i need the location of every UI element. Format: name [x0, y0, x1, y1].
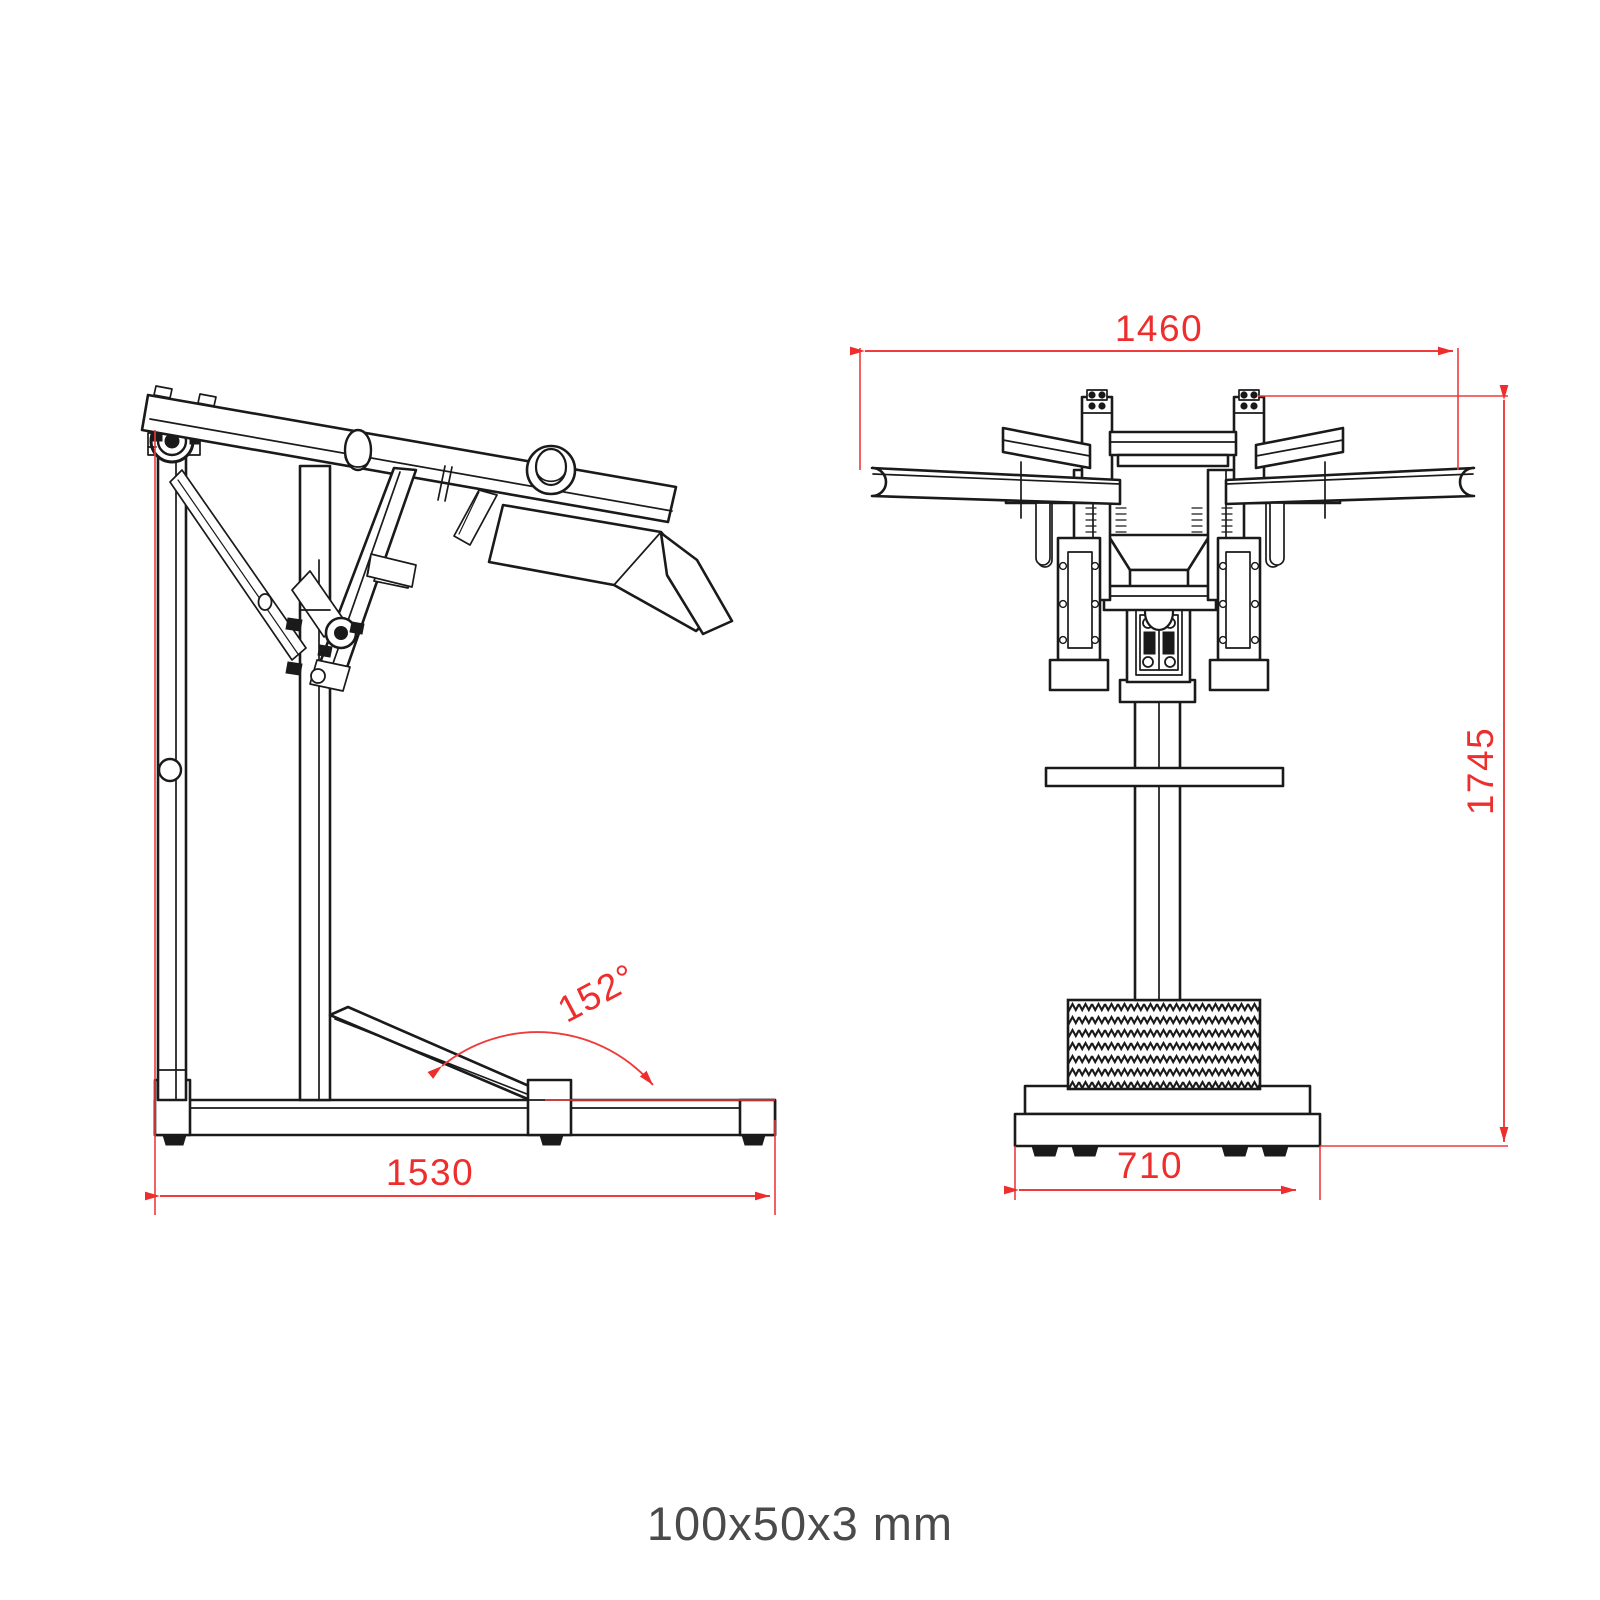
front-ballast-block [1066, 998, 1262, 1091]
front-left-upright [1080, 389, 1114, 494]
dimension-1530-label: 1530 [386, 1152, 474, 1193]
side-post-brackets [285, 609, 331, 676]
dimension-1460: 1460 [850, 308, 1459, 470]
front-pin-cylinders [1035, 502, 1285, 566]
front-left-handlebar[interactable] [870, 461, 1122, 519]
front-mid-bar [1102, 584, 1218, 612]
dimension-1745-label: 1745 [1460, 727, 1501, 815]
side-elevation-view: 1530 152° [140, 385, 777, 1215]
dimension-1745: 1745 [1258, 385, 1509, 1147]
front-right-handlebar[interactable] [1224, 461, 1476, 519]
front-inner-upper-arms [1001, 426, 1345, 470]
side-handle-stub [453, 489, 498, 546]
dimension-1460-label: 1460 [1115, 308, 1203, 349]
side-upper-lever-arm [140, 385, 678, 524]
front-top-pad [1108, 430, 1238, 468]
front-column-crossbar [1044, 766, 1285, 788]
dimension-710: 710 [1004, 1145, 1321, 1200]
side-front-post [156, 450, 188, 1102]
side-diagonal-brace [169, 469, 307, 661]
front-main-column [1133, 698, 1182, 1002]
dimension-710-label: 710 [1117, 1145, 1183, 1186]
material-spec-caption: 100x50x3 mm [647, 1497, 953, 1550]
front-elevation-view: 1460 1745 710 [850, 308, 1509, 1200]
dimension-1530: 1530 [145, 1100, 776, 1215]
front-right-frame [1191, 468, 1281, 692]
side-chest-pad [487, 503, 734, 636]
front-right-upright [1232, 389, 1266, 494]
side-rear-post [298, 464, 332, 1102]
side-grip-bar [366, 553, 417, 588]
